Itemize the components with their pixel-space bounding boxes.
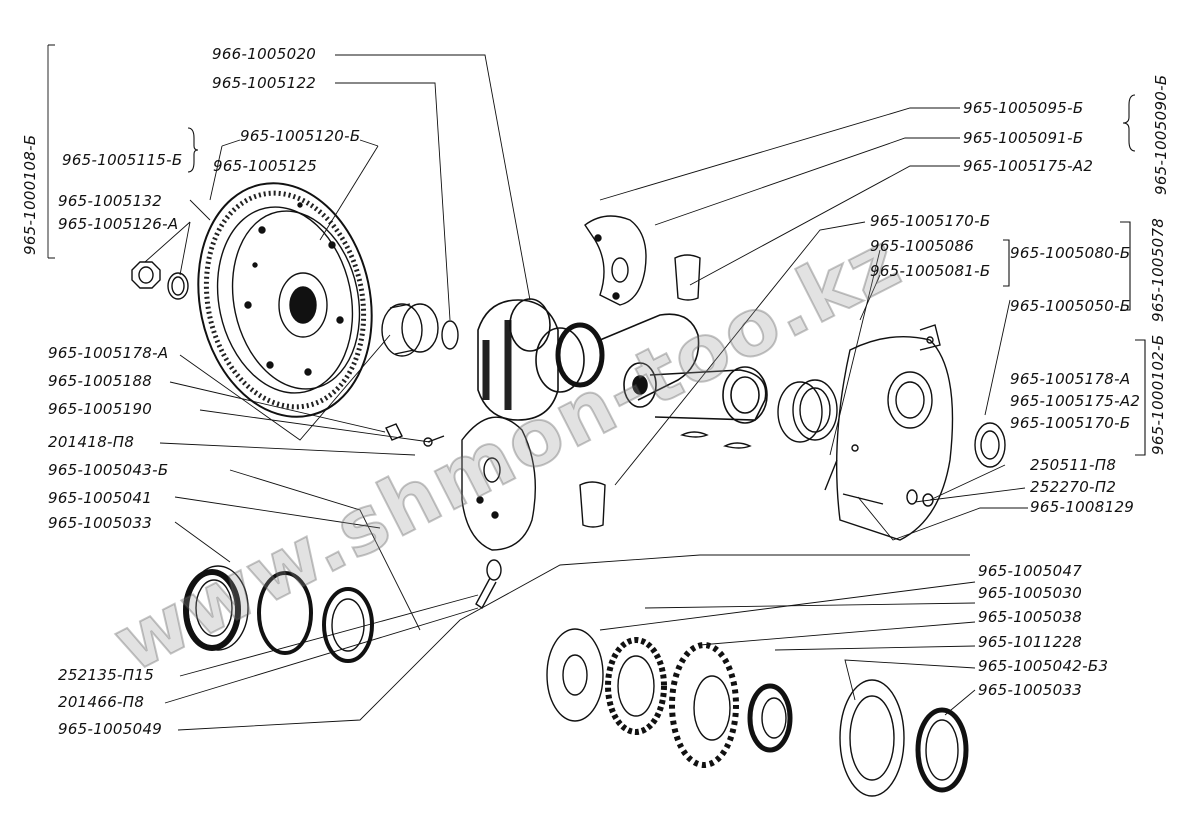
lower-bearing-housing xyxy=(461,416,536,551)
label-965-1005033-left: 965-1005033 xyxy=(48,514,153,532)
label-965-1005170: 965-1005170-Б xyxy=(870,212,991,230)
label-965-1005190: 965-1005190 xyxy=(48,400,153,418)
label-966-1005020: 966-1005020 xyxy=(212,45,317,63)
label-201418: 201418-П8 xyxy=(48,433,135,451)
label-250511: 250511-П8 xyxy=(1030,456,1117,474)
rear-bearing-housing xyxy=(835,324,954,541)
helical-gear xyxy=(605,637,667,735)
flywheel xyxy=(197,182,373,418)
rear-bushing xyxy=(777,379,838,443)
front-bushing xyxy=(381,303,439,357)
label-965-1005170-right: 965-1005170-Б xyxy=(1010,414,1131,432)
label-965-1005178-right: 965-1005178-А xyxy=(1010,370,1131,388)
label-965-1005080: 965-1005080-Б xyxy=(1010,244,1131,262)
lock-washer xyxy=(167,272,189,300)
label-965-1005038: 965-1005038 xyxy=(978,608,1083,626)
label-965-1005120: 965-1005120-Б xyxy=(240,127,361,145)
group-label-right-mid: 965-1005078 xyxy=(1149,217,1167,322)
label-965-1005175: 965-1005175-А2 xyxy=(963,157,1094,175)
rod-bolt xyxy=(475,559,502,610)
label-965-1005081: 965-1005081-Б xyxy=(870,262,991,280)
label-965-1005047: 965-1005047 xyxy=(978,562,1083,580)
oil-seal-right xyxy=(915,707,969,793)
crankshaft xyxy=(477,298,768,424)
leader-lines xyxy=(47,45,1028,731)
label-965-1005126: 965-1005126-А xyxy=(58,215,179,233)
woodruff-keys xyxy=(680,431,752,449)
sprocket xyxy=(669,642,739,768)
label-965-1005091: 965-1005091-Б xyxy=(963,129,1084,147)
label-252270: 252270-П2 xyxy=(1030,478,1117,496)
label-965-1005175-right: 965-1005175-А2 xyxy=(1010,392,1141,410)
group-label-right-top: 965-1005090-Б xyxy=(1152,74,1170,195)
label-965-1011228: 965-1011228 xyxy=(978,633,1083,651)
label-965-1005115: 965-1005115-Б xyxy=(62,151,183,169)
bracket-small xyxy=(1003,239,1010,287)
label-965-1005132: 965-1005132 xyxy=(58,192,163,210)
bearing-shell-lower xyxy=(579,481,606,528)
label-965-1005122: 965-1005122 xyxy=(212,74,317,92)
label-965-1005178: 965-1005178-А xyxy=(48,344,169,362)
bracket-right-low xyxy=(1135,339,1146,456)
washer-small xyxy=(906,489,918,505)
label-252135: 252135-П15 xyxy=(58,666,155,684)
oil-seal-left xyxy=(183,565,249,651)
dowel-pins xyxy=(824,459,884,505)
label-965-1005042: 965-1005042-Б3 xyxy=(978,657,1109,675)
bracket-right-mid xyxy=(1120,221,1131,311)
brace-left xyxy=(187,127,199,173)
label-965-1005030: 965-1005030 xyxy=(978,584,1083,602)
split-ring xyxy=(257,571,313,655)
rear-oil-seal xyxy=(974,422,1006,468)
label-965-1008129: 965-1008129 xyxy=(1030,498,1135,516)
brace-right-top xyxy=(1122,94,1136,152)
label-965-1005033-right: 965-1005033 xyxy=(978,681,1083,699)
bolt-small xyxy=(427,435,445,443)
label-965-1005086: 965-1005086 xyxy=(870,237,975,255)
label-965-1005041: 965-1005041 xyxy=(48,489,153,507)
label-965-1005050: 965-1005050-Б xyxy=(1010,297,1131,315)
seal-ring xyxy=(322,587,374,663)
label-965-1005095: 965-1005095-Б xyxy=(963,99,1084,117)
flywheel-nut xyxy=(131,261,161,289)
upper-bearing-housing xyxy=(584,215,647,306)
label-965-1005125: 965-1005125 xyxy=(213,157,318,175)
group-label-right-low: 965-1000102-Б xyxy=(1149,334,1167,455)
oil-thrower xyxy=(747,683,793,753)
front-washer xyxy=(546,628,604,722)
group-label-left: 965-1000108-Б xyxy=(21,134,39,255)
label-201466: 201466-П8 xyxy=(58,693,145,711)
label-965-1005049: 965-1005049 xyxy=(58,720,163,738)
label-965-1005188: 965-1005188 xyxy=(48,372,153,390)
bearing-shell-upper xyxy=(674,254,701,301)
thrust-washer xyxy=(441,320,459,350)
seal-cover xyxy=(839,679,905,797)
label-965-1005043: 965-1005043-Б xyxy=(48,461,169,479)
